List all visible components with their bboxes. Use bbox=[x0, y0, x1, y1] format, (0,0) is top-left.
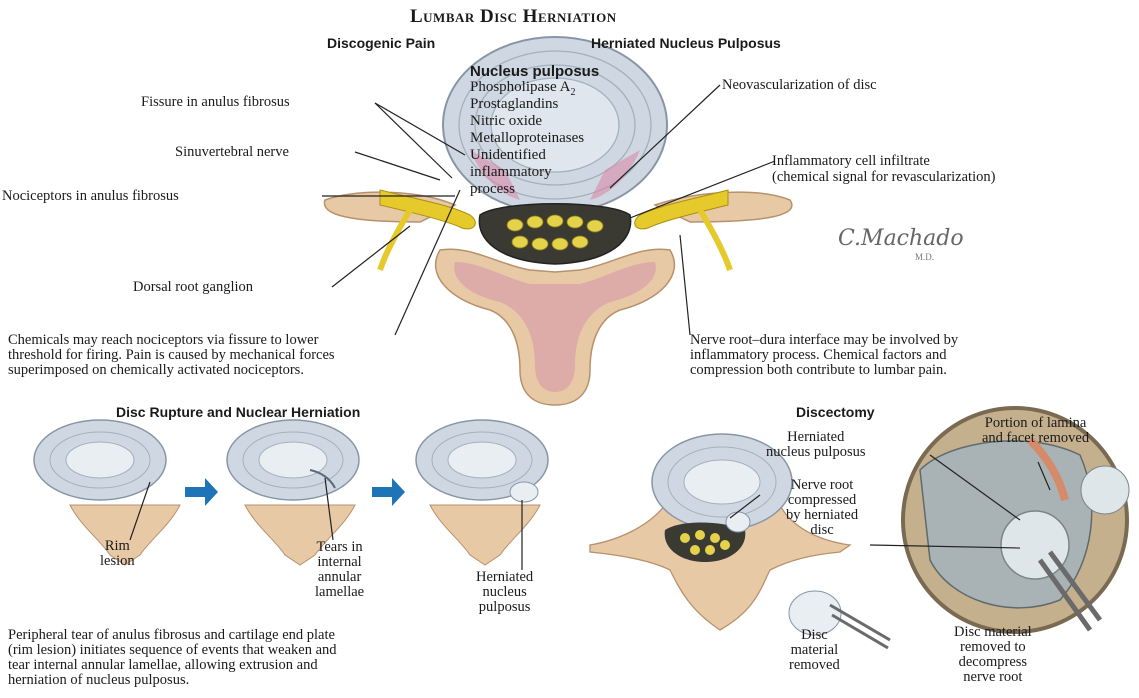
discectomy-heading: Discectomy bbox=[796, 404, 875, 420]
label-dorsal-root: Dorsal root ganglion bbox=[133, 280, 253, 295]
caption-right: Nerve root–dura interface may be involve… bbox=[690, 333, 958, 378]
artist-signature: C.Machado bbox=[838, 226, 964, 251]
caption-left: Chemicals may reach nociceptors via fiss… bbox=[8, 333, 335, 378]
label-tears: Tears in internal annular lamellae bbox=[315, 540, 364, 600]
label-neovascularization: Neovascularization of disc bbox=[722, 78, 877, 93]
nucleus-item-metalloproteinases: Metalloproteinases bbox=[470, 131, 584, 147]
artist-signature-md: M.D. bbox=[915, 252, 934, 262]
page-title: Lumbar Disc Herniation bbox=[410, 6, 617, 28]
label-decompress: Disc material removed to decompress nerv… bbox=[954, 625, 1032, 685]
label-fissure: Fissure in anulus fibrosus bbox=[141, 95, 290, 110]
label-inflammatory-1: Inflammatory cell infiltrate bbox=[772, 154, 930, 169]
label-nociceptors: Nociceptors in anulus fibrosus bbox=[2, 189, 179, 204]
label-rim-lesion: Rim lesion bbox=[100, 539, 135, 569]
arrow-2 bbox=[372, 478, 405, 506]
label-herniated-np: Herniated nucleus pulposus bbox=[476, 570, 533, 615]
nucleus-item-process: process bbox=[470, 182, 515, 198]
subtitle-herniated: Herniated Nucleus Pulposus bbox=[591, 35, 781, 51]
label-nerve-root-compressed: Nerve root compressed by herniated disc bbox=[786, 478, 858, 538]
rupture-heading: Disc Rupture and Nuclear Herniation bbox=[116, 404, 360, 420]
nucleus-item-inflammatory: inflammatory bbox=[470, 165, 552, 181]
label-sinuvertebral: Sinuvertebral nerve bbox=[175, 145, 289, 160]
label-lamina-removed: Portion of lamina and facet removed bbox=[982, 416, 1089, 446]
arrow-1 bbox=[185, 478, 218, 506]
rupture-disc-3 bbox=[416, 420, 548, 565]
nucleus-item-unidentified: Unidentified bbox=[470, 148, 546, 164]
label-disc-herniated: Herniated nucleus pulposus bbox=[766, 430, 865, 460]
nucleus-item-nitric-oxide: Nitric oxide bbox=[470, 114, 542, 130]
label-disc-material-removed: Disc material removed bbox=[789, 628, 840, 673]
nucleus-item-prostaglandins: Prostaglandins bbox=[470, 97, 558, 113]
caption-bottom: Peripheral tear of anulus fibrosus and c… bbox=[8, 628, 337, 688]
nucleus-heading: Nucleus pulposus bbox=[470, 63, 599, 80]
label-inflammatory-2: (chemical signal for revascularization) bbox=[772, 170, 995, 185]
subtitle-discogenic: Discogenic Pain bbox=[327, 35, 435, 51]
